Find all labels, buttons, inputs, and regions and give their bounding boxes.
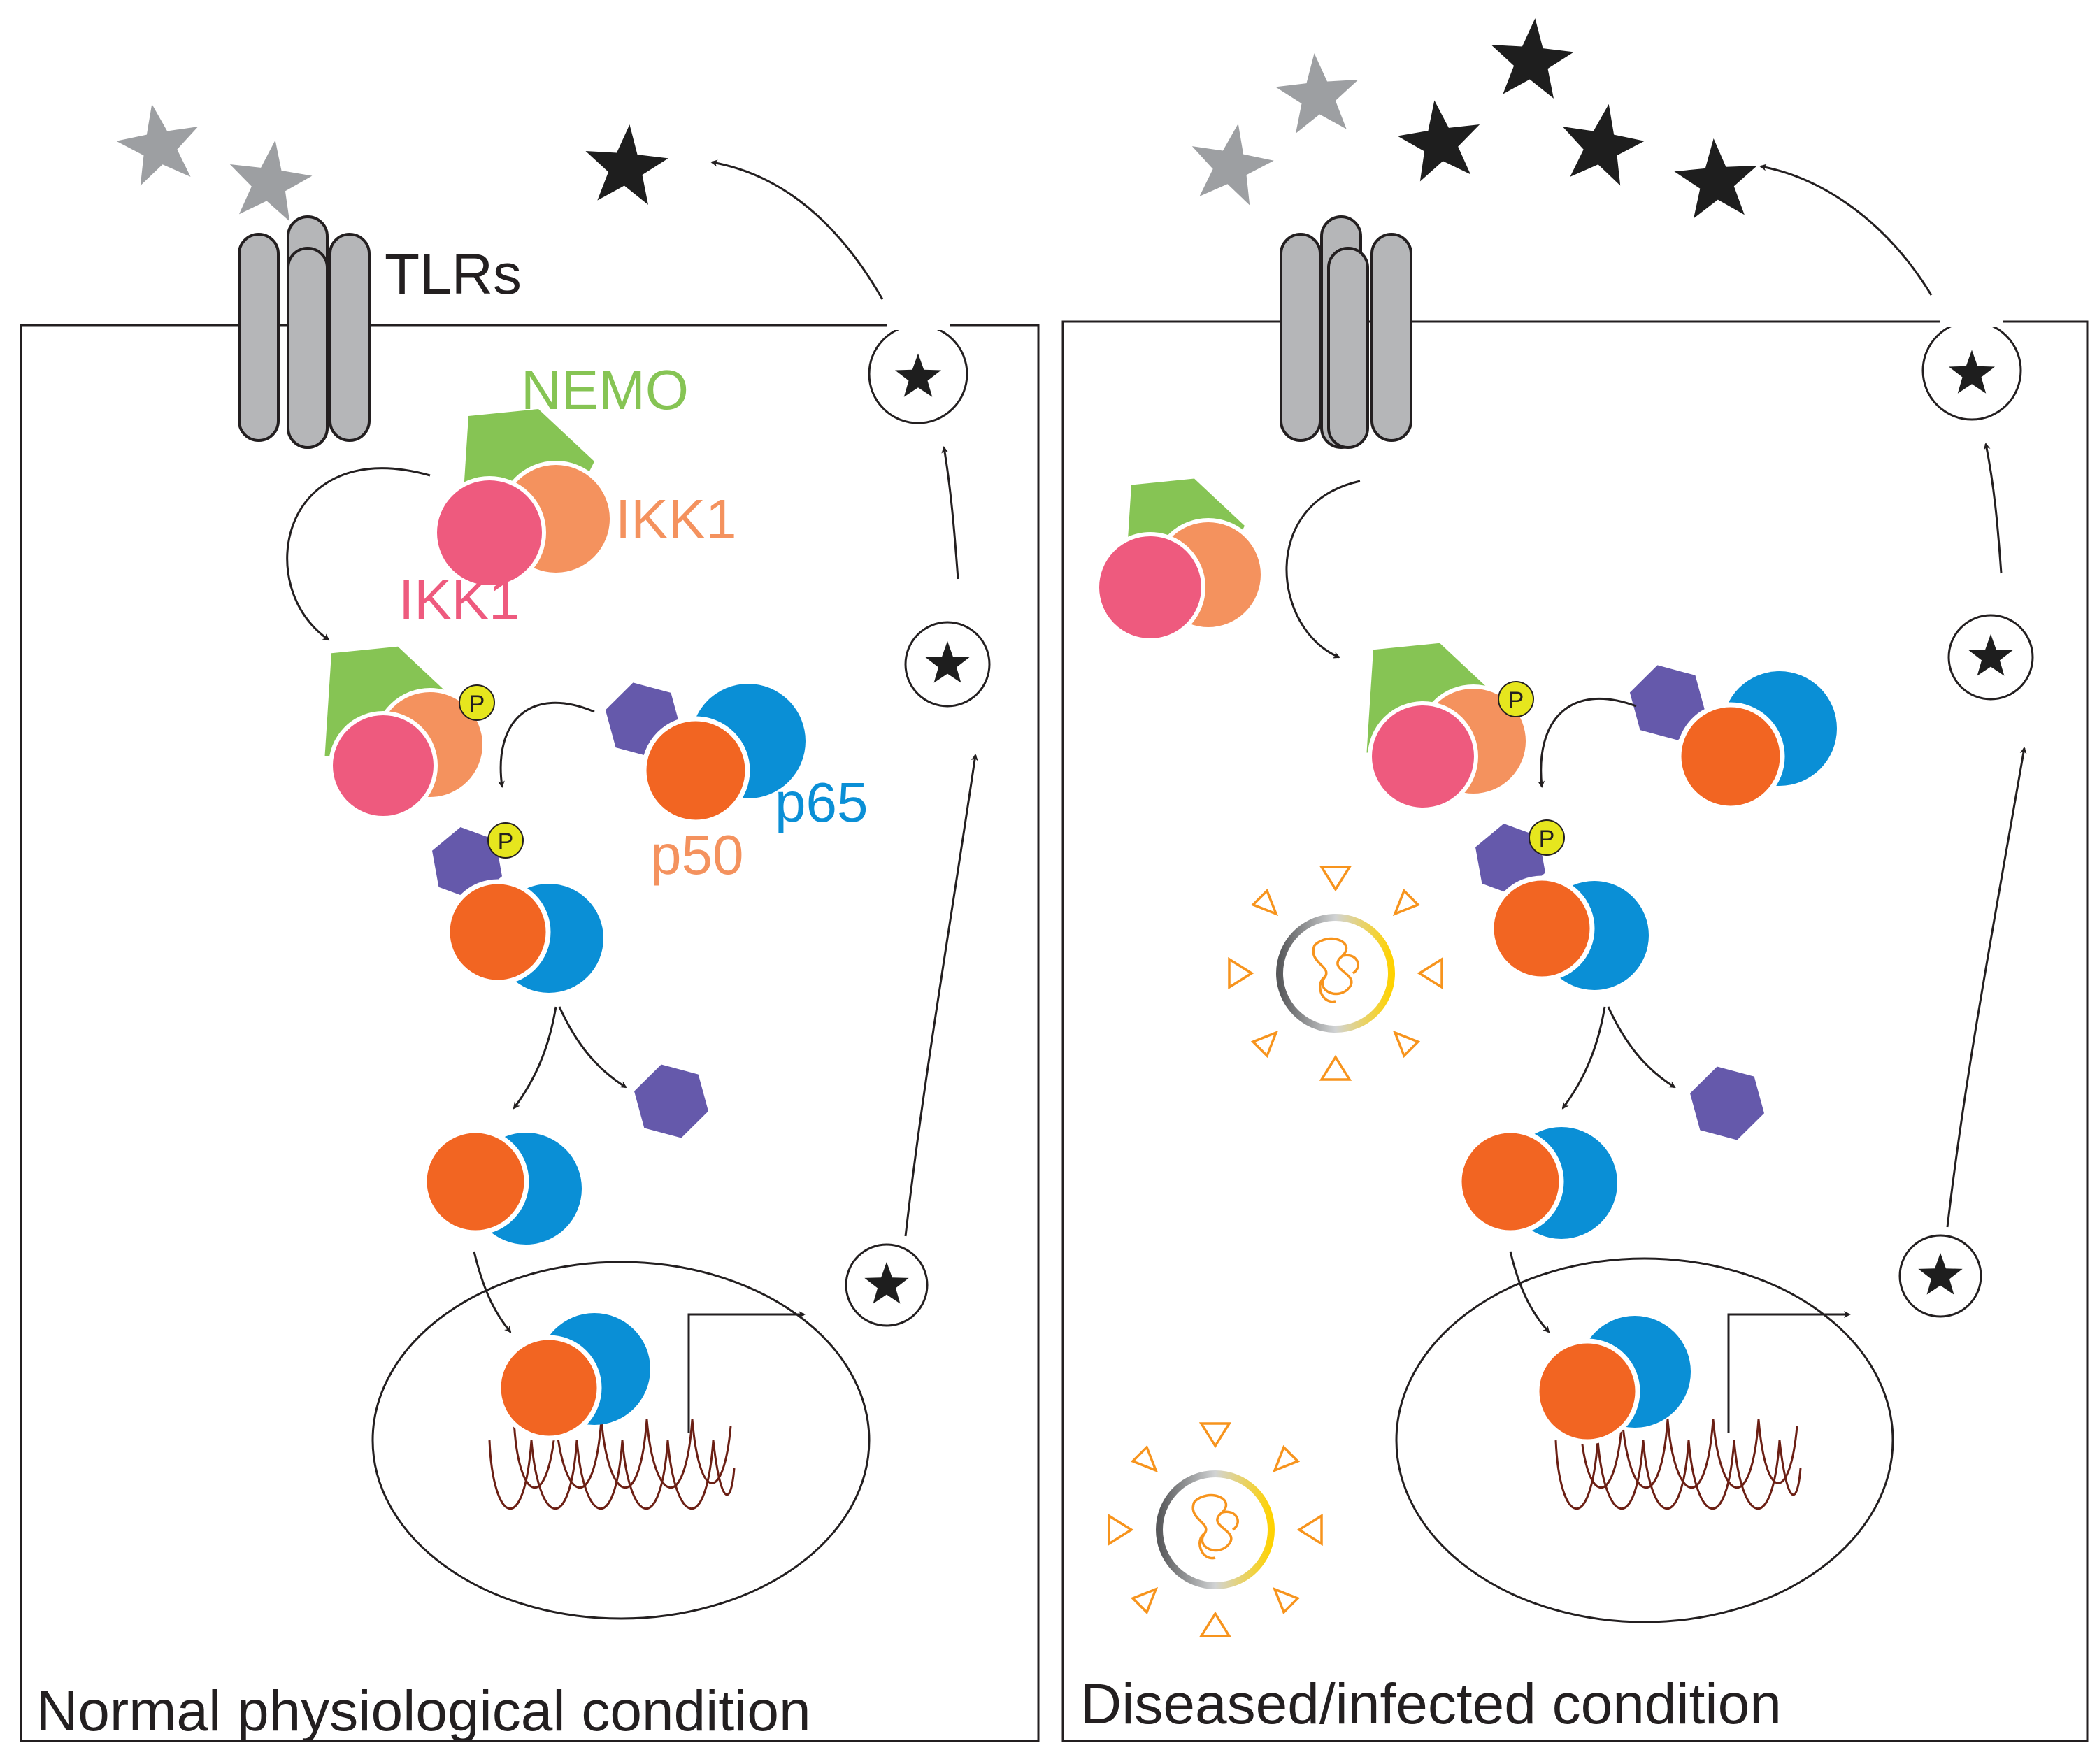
dna-helix [488,1419,736,1510]
cytokine-vesicle [1947,614,2034,701]
nucleus [1395,1257,1894,1623]
cytokine-star-icon [1672,135,1761,220]
nfkb-dna-bound [496,1313,650,1441]
phosphate-label: P [469,691,485,717]
ligand-star-icon [110,96,207,189]
transcription-arrow [1727,1311,1851,1433]
phosphate-badge [459,684,495,721]
ikba-nfkb-complex [596,677,806,825]
ligand-star-icon [223,134,317,224]
ligand-star-icon [1183,116,1280,208]
virus-particle-icon [1228,866,1443,1081]
ikk-complex-inactive [1095,478,1265,643]
phosphate-label: P [498,829,514,855]
nfkb-dna-bound [1534,1316,1691,1444]
degradation-arrow [558,1006,627,1089]
phosphate-label: P [1539,826,1555,852]
p65-label: p65 [775,771,868,833]
cytokine-vesicle [845,1243,929,1327]
ikk1-label-pink: IKK1 [399,568,520,631]
secretion-arrow [1946,747,2027,1228]
tlr-receptor [238,215,371,449]
phosphate-badge [487,822,524,859]
nfkb-free [1457,1127,1617,1239]
virus-particle-icon [1108,1422,1323,1637]
p50-label: p50 [650,824,743,886]
phospho-ikba-nfkb-complex: P [1464,817,1649,990]
phosphate-badge [1529,819,1565,856]
cell-membrane-normal [20,324,1040,1742]
panel-diseased: P P [1080,14,2034,1736]
cytokine-vesicle [1898,1234,1982,1318]
cytokine-star-icon [581,120,671,206]
diseased-condition-label: Diseased/infected condition [1080,1672,1782,1736]
panel-normal: TLRs NEMO IKK1 IKK1 P [36,96,991,1743]
release-arrow [1561,1006,1606,1110]
ikk-complex-phosphorylated: P [1366,643,1534,812]
ligand-star-icon [1273,49,1363,135]
tlrs-label: TLRs [385,243,522,306]
phospho-ikba-nfkb-complex: P [421,820,603,993]
transcription-arrow [687,1311,806,1433]
ikk-complex-inactive [433,409,614,589]
cytokine-star-icon [1393,94,1487,184]
tlr-receptor [1280,215,1412,449]
activation-arrow [286,467,431,641]
ikba-free [1681,1061,1773,1145]
cytokine-star-icon [1554,96,1650,189]
secretion-arrow [1983,443,2003,574]
ikba-nfkb-complex [1621,660,1837,811]
ikk1-label-orange: IKK1 [615,488,736,550]
nemo-label: NEMO [521,359,689,421]
activation-arrow [1285,480,1361,659]
cytokine-vesicle-membrane [868,320,968,424]
ikk-complex-phosphorylated: P [324,646,495,820]
phosphorylation-arrow [497,701,595,788]
nuclear-import-arrow [1509,1251,1550,1333]
secretion-arrow [1759,164,1933,296]
cytokine-vesicle [904,621,991,708]
phosphorylation-arrow [1538,698,1637,788]
cytokine-star-icon [1487,14,1577,100]
secretion-arrow [904,754,978,1237]
cytokine-vesicle-membrane [1921,317,2022,421]
secretion-arrow [941,446,959,580]
secretion-arrow [710,159,884,300]
nfkb-free [422,1128,582,1245]
ikba-free [625,1059,717,1143]
degradation-arrow [1607,1006,1676,1089]
phosphate-label: P [1508,687,1524,714]
nuclear-import-arrow [473,1251,512,1333]
phosphate-badge [1498,681,1534,717]
nucleus [371,1261,871,1620]
cell-membrane-diseased [1061,320,2089,1742]
normal-condition-label: Normal physiological condition [36,1679,811,1743]
release-arrow [513,1006,557,1110]
